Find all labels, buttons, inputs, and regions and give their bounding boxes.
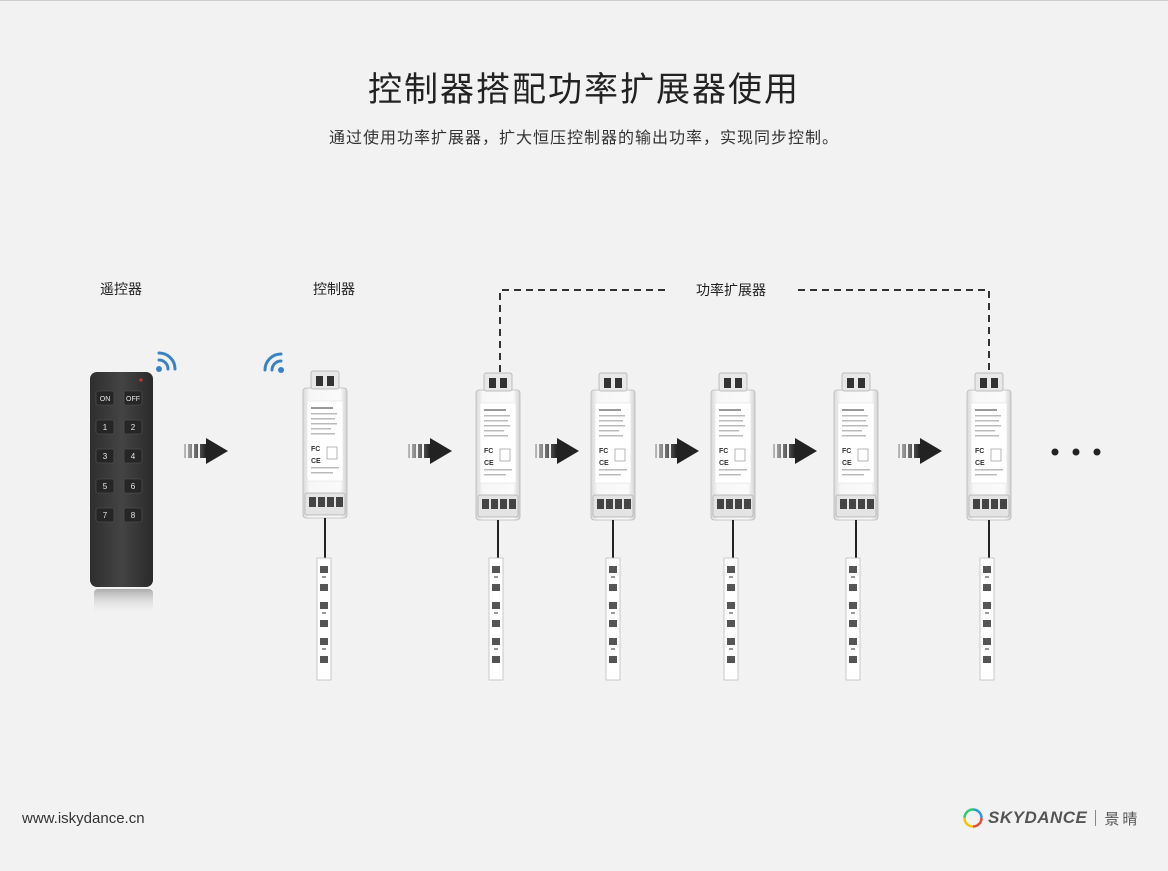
controller-label: 控制器: [313, 282, 355, 298]
wifi-signal-icon: [154, 351, 177, 374]
more-ellipsis-icon: [1051, 448, 1101, 456]
remote-button-on: ON: [95, 390, 115, 406]
remote-button-label: 4: [131, 452, 136, 461]
page-title: 控制器搭配功率扩展器使用: [368, 70, 800, 110]
arrow-icon: [408, 438, 452, 464]
brand-name-cn: 景晴: [1104, 809, 1141, 828]
controller-unit: [302, 370, 348, 681]
remote-button-label: 8: [131, 511, 136, 520]
remote-button-label: 2: [131, 423, 136, 432]
remote-button-off: OFF: [123, 390, 143, 406]
remote-label: 遥控器: [100, 282, 142, 298]
arrow-icon: [535, 438, 579, 464]
remote-button-6: 6: [123, 478, 143, 494]
remote-button-1: 1: [95, 419, 115, 435]
arrow-icon: [184, 438, 228, 464]
remote-button-grid: ON OFF 1 2 3 4 5 6 7 8: [95, 390, 143, 523]
remote-button-label: 5: [103, 482, 108, 491]
amplifier-label: 功率扩展器: [696, 283, 766, 299]
brand-ring-icon: [963, 808, 983, 828]
remote-control: [90, 372, 153, 615]
amplifier-unit: [475, 372, 521, 681]
remote-button-label: 6: [131, 482, 136, 491]
top-divider: [0, 0, 1168, 1]
arrow-icon: [773, 438, 817, 464]
remote-button-label: 7: [103, 511, 108, 520]
remote-button-7: 7: [95, 507, 115, 523]
wifi-receive-icon: [263, 352, 286, 375]
remote-button-label: 3: [103, 452, 108, 461]
brand-name: SKYDANCE: [988, 808, 1088, 827]
remote-button-5: 5: [95, 478, 115, 494]
remote-button-3: 3: [95, 448, 115, 464]
arrow-icon: [655, 438, 699, 464]
remote-button-2: 2: [123, 419, 143, 435]
remote-button-label: OFF: [126, 396, 140, 403]
remote-button-label: ON: [100, 396, 111, 403]
remote-button-4: 4: [123, 448, 143, 464]
amplifier-unit: [833, 372, 879, 681]
amplifier-group-bracket: [499, 289, 990, 372]
brand-divider: [1095, 810, 1097, 826]
brand-logo: SKYDANCE 景晴: [962, 806, 1140, 830]
remote-button-8: 8: [123, 507, 143, 523]
amplifier-unit: [590, 372, 636, 681]
amplifier-unit: [966, 372, 1012, 681]
website-url[interactable]: www.iskydance.cn: [22, 810, 145, 827]
amplifier-unit: [710, 372, 756, 681]
arrow-icon: [898, 438, 942, 464]
page-subtitle: 通过使用功率扩展器，扩大恒压控制器的输出功率，实现同步控制。: [328, 128, 839, 147]
remote-button-label: 1: [103, 423, 108, 432]
